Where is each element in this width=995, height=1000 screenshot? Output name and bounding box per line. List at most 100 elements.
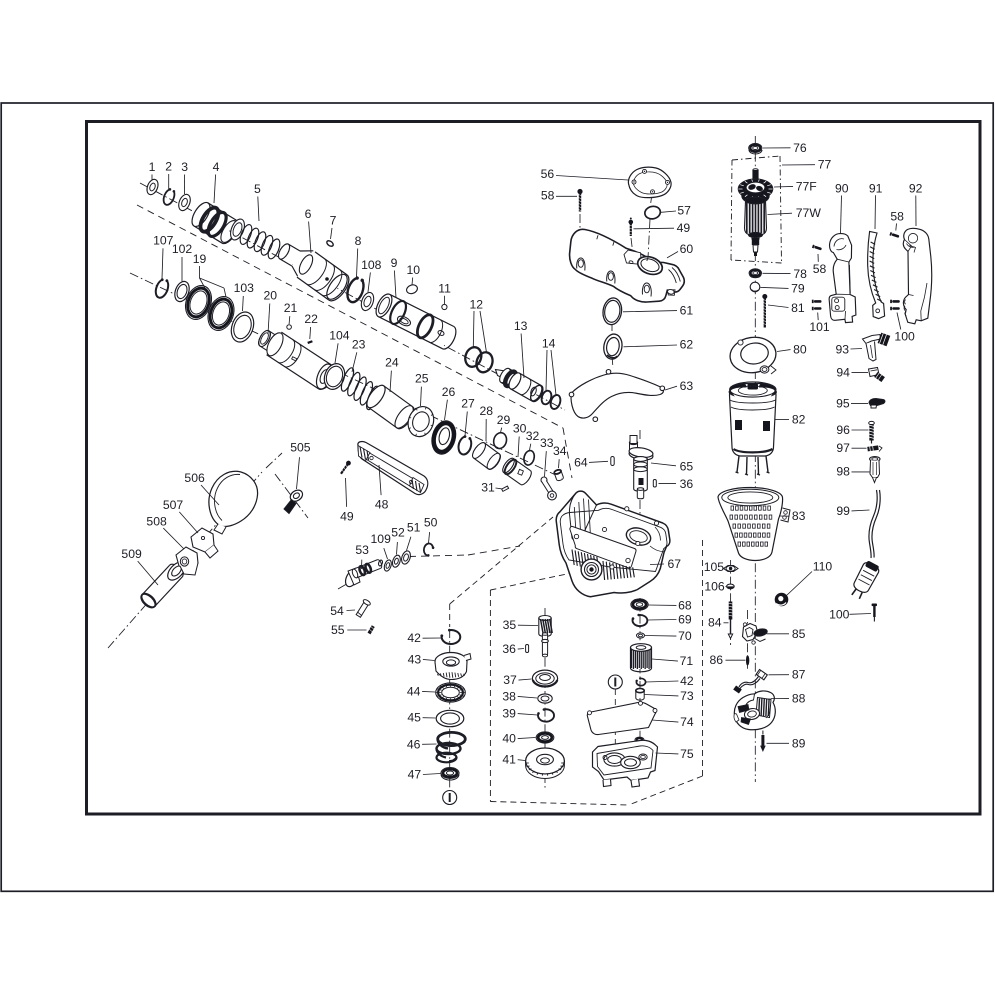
svg-text:508: 508 <box>146 514 167 528</box>
svg-text:42: 42 <box>407 631 421 645</box>
svg-text:97: 97 <box>836 441 850 455</box>
svg-text:507: 507 <box>163 498 184 512</box>
svg-text:108: 108 <box>361 258 382 272</box>
svg-text:49: 49 <box>340 509 354 523</box>
svg-text:2: 2 <box>165 160 172 174</box>
svg-text:37: 37 <box>503 673 517 687</box>
svg-text:107: 107 <box>153 233 174 247</box>
svg-text:41: 41 <box>502 753 516 767</box>
svg-text:79: 79 <box>791 282 805 296</box>
svg-text:110: 110 <box>813 560 833 574</box>
svg-text:103: 103 <box>234 281 255 295</box>
svg-text:75: 75 <box>680 747 694 761</box>
svg-text:109: 109 <box>371 532 392 546</box>
svg-text:53: 53 <box>355 543 369 557</box>
svg-text:33: 33 <box>540 436 554 450</box>
svg-text:105: 105 <box>704 560 725 574</box>
svg-text:38: 38 <box>502 689 516 703</box>
svg-text:78: 78 <box>793 267 807 281</box>
svg-text:52: 52 <box>391 526 405 540</box>
svg-text:58: 58 <box>890 210 904 224</box>
svg-text:9: 9 <box>391 256 398 270</box>
svg-text:77W: 77W <box>796 206 822 220</box>
svg-text:6: 6 <box>305 207 312 221</box>
svg-text:100: 100 <box>894 330 915 344</box>
svg-text:58: 58 <box>541 189 555 203</box>
svg-text:8: 8 <box>355 234 362 248</box>
svg-text:27: 27 <box>461 397 475 411</box>
svg-text:100: 100 <box>829 608 850 622</box>
svg-text:23: 23 <box>352 338 366 352</box>
svg-text:36: 36 <box>680 477 694 491</box>
svg-text:101: 101 <box>809 320 830 334</box>
svg-text:67: 67 <box>668 557 682 571</box>
svg-text:83: 83 <box>792 509 806 523</box>
svg-text:77: 77 <box>818 158 832 172</box>
svg-text:71: 71 <box>680 654 694 668</box>
svg-text:76: 76 <box>793 141 807 155</box>
svg-text:106: 106 <box>704 579 725 593</box>
svg-text:40: 40 <box>502 732 516 746</box>
svg-text:47: 47 <box>408 768 422 782</box>
svg-text:51: 51 <box>407 521 421 535</box>
svg-text:31: 31 <box>481 480 495 494</box>
svg-text:32: 32 <box>526 429 540 443</box>
svg-text:87: 87 <box>792 668 806 682</box>
svg-text:82: 82 <box>792 413 806 427</box>
svg-text:25: 25 <box>415 372 429 386</box>
svg-text:77F: 77F <box>796 179 817 193</box>
svg-text:55: 55 <box>331 623 345 637</box>
svg-text:104: 104 <box>329 328 350 342</box>
svg-text:62: 62 <box>680 338 694 352</box>
svg-text:46: 46 <box>407 737 421 751</box>
svg-text:12: 12 <box>470 297 484 311</box>
svg-text:94: 94 <box>836 365 850 379</box>
svg-text:34: 34 <box>553 444 567 458</box>
svg-text:1: 1 <box>149 160 156 174</box>
svg-text:35: 35 <box>503 618 517 632</box>
svg-text:92: 92 <box>909 182 923 196</box>
svg-text:509: 509 <box>121 547 142 561</box>
svg-text:505: 505 <box>290 441 311 455</box>
svg-text:70: 70 <box>678 629 692 643</box>
svg-text:99: 99 <box>836 504 850 518</box>
svg-text:90: 90 <box>835 182 849 196</box>
svg-text:44: 44 <box>407 684 421 698</box>
svg-text:69: 69 <box>678 613 692 627</box>
svg-text:24: 24 <box>385 356 399 370</box>
svg-text:60: 60 <box>680 242 694 256</box>
svg-text:20: 20 <box>264 289 278 303</box>
svg-text:96: 96 <box>836 423 850 437</box>
svg-text:102: 102 <box>172 242 193 256</box>
svg-text:30: 30 <box>513 422 527 436</box>
svg-text:4: 4 <box>213 160 220 174</box>
svg-text:50: 50 <box>424 516 438 530</box>
svg-text:88: 88 <box>792 691 806 705</box>
svg-text:91: 91 <box>869 181 883 195</box>
svg-text:95: 95 <box>836 397 850 411</box>
svg-text:74: 74 <box>680 715 694 729</box>
svg-text:84: 84 <box>708 616 722 630</box>
svg-text:28: 28 <box>480 404 494 418</box>
svg-text:39: 39 <box>502 707 516 721</box>
svg-text:36: 36 <box>502 642 516 656</box>
svg-text:5: 5 <box>254 182 261 196</box>
svg-text:14: 14 <box>542 337 556 351</box>
svg-text:54: 54 <box>330 604 344 618</box>
svg-text:49: 49 <box>677 221 691 235</box>
svg-text:13: 13 <box>514 319 528 333</box>
svg-text:21: 21 <box>284 301 298 315</box>
svg-text:7: 7 <box>330 214 337 228</box>
svg-text:63: 63 <box>680 379 694 393</box>
svg-text:68: 68 <box>678 598 692 612</box>
svg-text:57: 57 <box>677 204 691 218</box>
svg-text:11: 11 <box>438 281 451 295</box>
svg-text:58: 58 <box>813 262 827 276</box>
svg-text:61: 61 <box>680 303 694 317</box>
svg-text:98: 98 <box>836 465 850 479</box>
svg-text:19: 19 <box>193 252 207 266</box>
svg-text:64: 64 <box>574 456 588 470</box>
svg-text:29: 29 <box>497 413 511 427</box>
svg-text:42: 42 <box>680 674 694 688</box>
svg-text:10: 10 <box>407 263 421 277</box>
